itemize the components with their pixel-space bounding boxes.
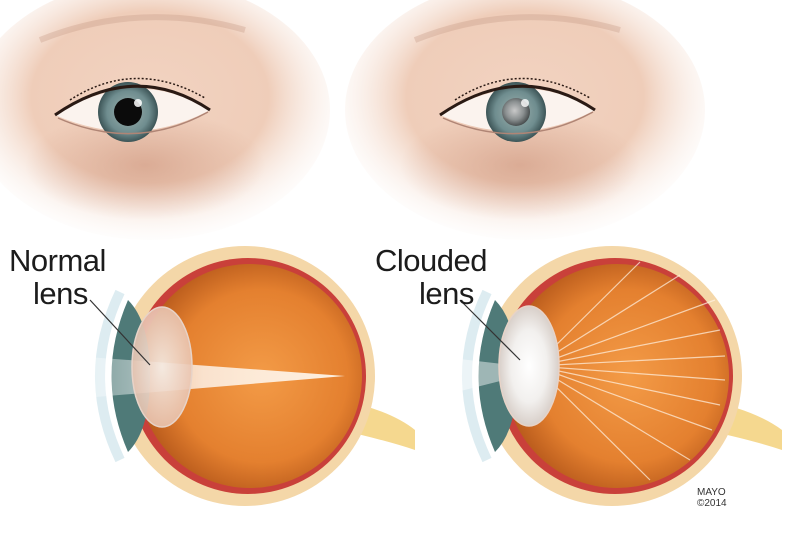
clouded-eye-face — [345, 0, 705, 240]
credit-line2: ©2014 — [697, 498, 727, 509]
normal-lens-label-line2: lens — [9, 277, 106, 310]
normal-lens-label: Normal lens — [9, 244, 106, 310]
normal-eye-face — [0, 0, 330, 240]
normal-lens — [132, 307, 192, 427]
clouded-lens — [499, 306, 559, 426]
clouded-lens-label: Clouded lens — [375, 244, 487, 310]
normal-lens-label-line1: Normal — [9, 244, 106, 277]
clouded-lens-label-line1: Clouded — [375, 244, 487, 277]
normal-eye-cross-section — [60, 246, 415, 506]
clouded-lens-label-line2: lens — [375, 277, 487, 310]
credit-line1: MAYO — [697, 487, 727, 498]
copyright-credit: MAYO ©2014 — [697, 487, 727, 509]
